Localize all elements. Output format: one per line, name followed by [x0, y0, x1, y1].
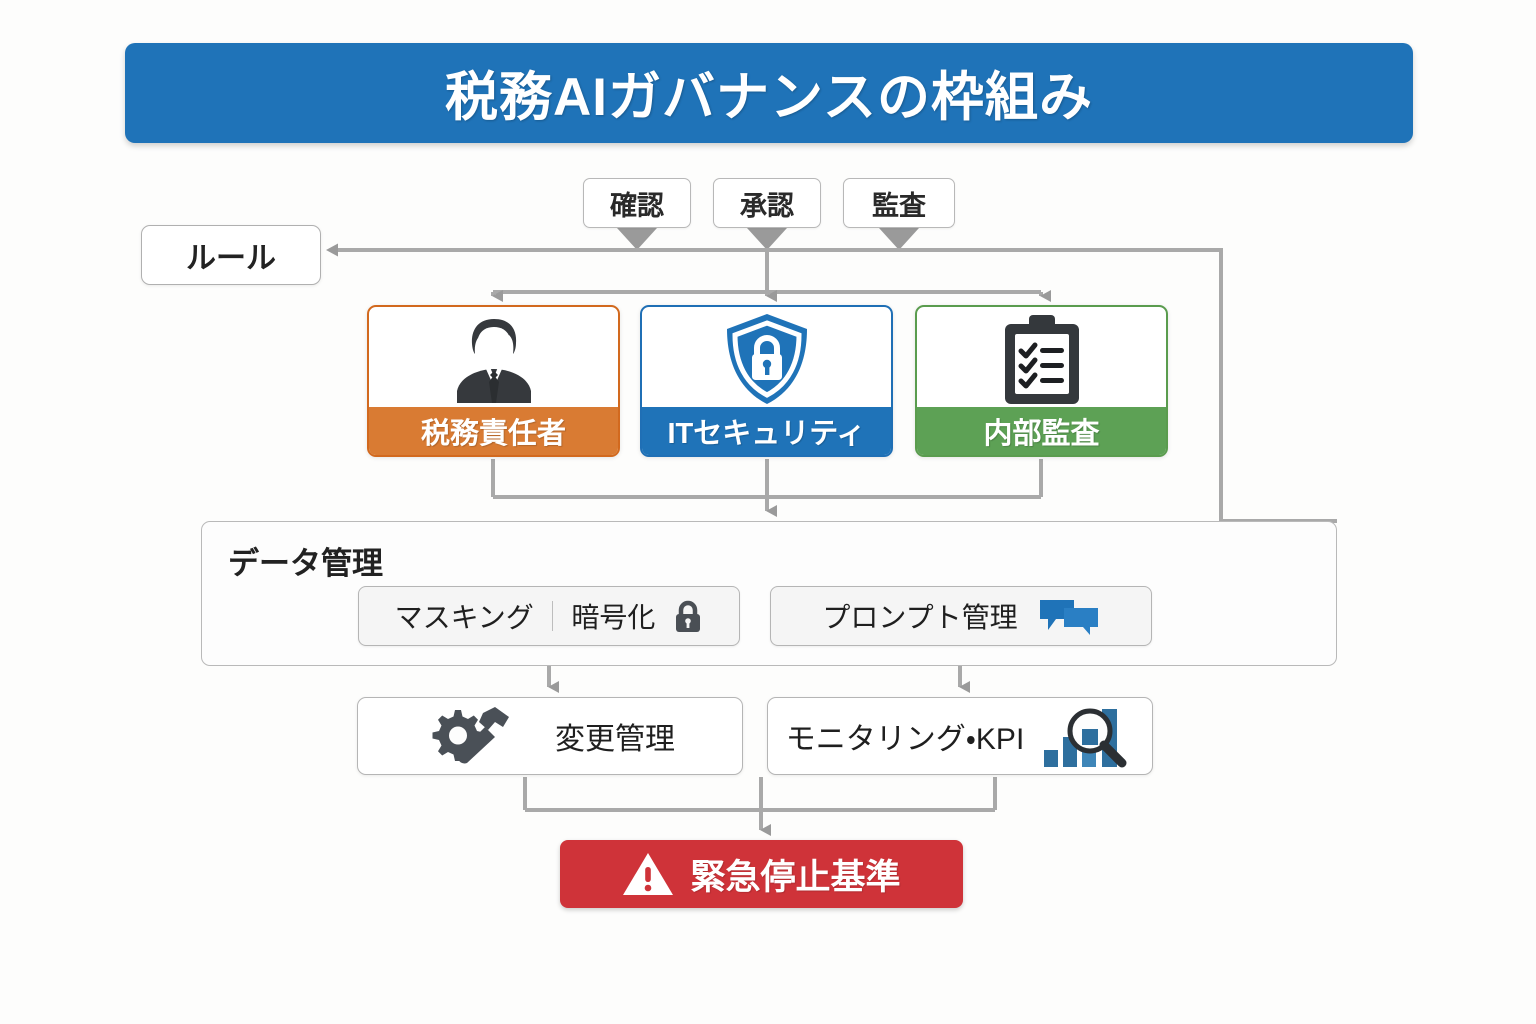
role-branch-lines	[491, 250, 1051, 302]
action-chip-shounin[interactable]: 承認	[713, 178, 821, 228]
shield-lock-icon	[726, 314, 807, 404]
pill-prompt-management[interactable]: プロンプト管理	[770, 586, 1152, 646]
process-box-label: モニタリング・KPI	[785, 723, 1025, 756]
process-box-monitoring-kpi[interactable]: モニタリング・KPI	[767, 697, 1153, 775]
chat-bubbles-icon	[1039, 600, 1098, 635]
feedback-line	[1219, 250, 1337, 523]
process-to-emergency-lines	[523, 777, 997, 836]
role-card-label: 内部監査	[917, 407, 1166, 455]
action-chip-kansa[interactable]: 監査	[843, 178, 955, 228]
chart-magnifier-icon	[1044, 708, 1127, 768]
pill-label-encryption: 暗号化	[571, 602, 656, 633]
role-card-it-security[interactable]: ITセキュリティ	[640, 305, 893, 457]
rule-label: ルール	[186, 242, 276, 275]
role-card-tax-officer[interactable]: 税務責任者	[367, 305, 620, 457]
pill-label-masking: マスキング	[394, 602, 534, 633]
warning-triangle-icon	[623, 853, 674, 895]
role-icon-wrap	[917, 307, 1166, 407]
action-chip-label: 確認	[610, 190, 664, 221]
lock-icon	[676, 600, 701, 632]
role-icon-wrap	[642, 307, 891, 407]
process-box-change-management[interactable]: 変更管理	[357, 697, 743, 775]
action-chip-label: 監査	[872, 190, 926, 221]
rule-node[interactable]: ルール	[141, 225, 321, 285]
roles-to-data-lines	[491, 459, 1043, 517]
process-box-label: 変更管理	[555, 723, 675, 756]
role-card-internal-audit[interactable]: 内部監査	[915, 305, 1168, 457]
gear-hammer-icon	[432, 707, 509, 764]
pill-label-prompt: プロンプト管理	[822, 602, 1018, 633]
emergency-stop-criteria-node[interactable]: 緊急停止基準	[560, 840, 963, 908]
data-management-title: データ管理	[228, 546, 383, 581]
action-chip-kakunin[interactable]: 確認	[583, 178, 691, 228]
role-card-label: 税務責任者	[369, 407, 618, 455]
action-chip-markers	[617, 228, 919, 250]
pill-divider	[551, 601, 554, 631]
page-title-banner: 税務AIガバナンスの枠組み	[125, 43, 1413, 143]
action-chip-label: 承認	[740, 190, 794, 221]
emergency-label: 緊急停止基準	[690, 857, 901, 897]
clipboard-check-icon	[1004, 315, 1079, 404]
page-title: 税務AIガバナンスの枠組み	[445, 68, 1093, 127]
role-card-label: ITセキュリティ	[642, 407, 891, 455]
pill-masking-encryption[interactable]: マスキング 暗号化	[358, 586, 740, 646]
person-icon	[456, 319, 531, 403]
role-icon-wrap	[369, 307, 618, 407]
